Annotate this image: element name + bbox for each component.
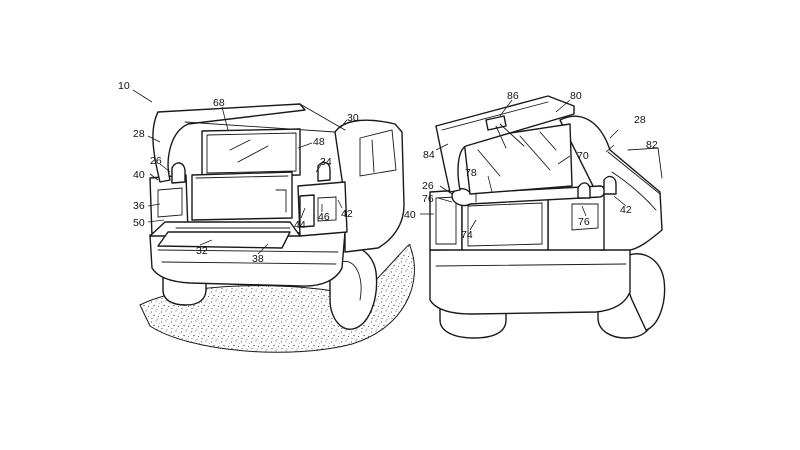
right-reference-numerals: 86 80 28 82 84 70 78 26 76 42 40 76 74 — [404, 90, 658, 241]
tail-cap-open — [152, 103, 306, 183]
ref-74: 74 — [461, 229, 473, 241]
right-leader-lines — [420, 99, 627, 231]
right-vehicle-view — [429, 95, 666, 339]
ref-36: 36 — [133, 200, 145, 212]
ref-70: 70 — [577, 150, 589, 162]
left-seat — [171, 162, 186, 184]
left-leader-lines — [132, 89, 348, 255]
ref-38: 38 — [252, 253, 264, 265]
ref-78: 78 — [465, 167, 477, 179]
ref-82: 82 — [646, 139, 658, 151]
left-reference-numerals: 10 68 30 48 28 26 34 40 36 50 44 46 42 3… — [118, 80, 359, 265]
right-seat-b — [603, 175, 617, 195]
ref-46: 46 — [318, 211, 330, 223]
ref-34: 34 — [320, 156, 332, 168]
ref-42-right: 42 — [620, 204, 632, 216]
ref-48: 48 — [313, 136, 325, 148]
ref-28-right: 28 — [634, 114, 646, 126]
ref-40-left: 40 — [133, 169, 145, 181]
ref-44: 44 — [294, 219, 306, 231]
right-seat-a — [577, 182, 591, 199]
ref-26-left: 26 — [150, 155, 162, 167]
right-bed-right-wall — [547, 191, 605, 251]
display-screen — [201, 128, 301, 178]
ref-26-right: 26 — [422, 180, 434, 192]
cab-body — [334, 119, 405, 253]
left-vehicle-view — [139, 103, 415, 353]
ref-30: 30 — [347, 112, 359, 124]
ref-80: 80 — [570, 90, 582, 102]
partition-panel — [191, 171, 293, 221]
tailgate-lowered — [157, 231, 291, 249]
projection-screen — [463, 123, 573, 195]
ref-84: 84 — [423, 149, 435, 161]
right-seat — [317, 161, 331, 182]
right-rear-bumper — [429, 247, 631, 315]
ref-40-right: 40 — [404, 209, 416, 221]
ref-50: 50 — [133, 217, 145, 229]
ref-86: 86 — [507, 90, 519, 102]
ref-76-right: 76 — [578, 216, 590, 228]
ref-10: 10 — [118, 80, 130, 92]
ref-28-left: 28 — [133, 128, 145, 140]
ref-42-left: 42 — [341, 208, 353, 220]
side-speaker — [299, 194, 315, 228]
ref-32: 32 — [196, 245, 208, 257]
projector-unit — [485, 115, 507, 131]
ref-76-left: 76 — [422, 193, 434, 205]
ref-68: 68 — [213, 97, 225, 109]
right-canopy-lid — [435, 95, 575, 193]
